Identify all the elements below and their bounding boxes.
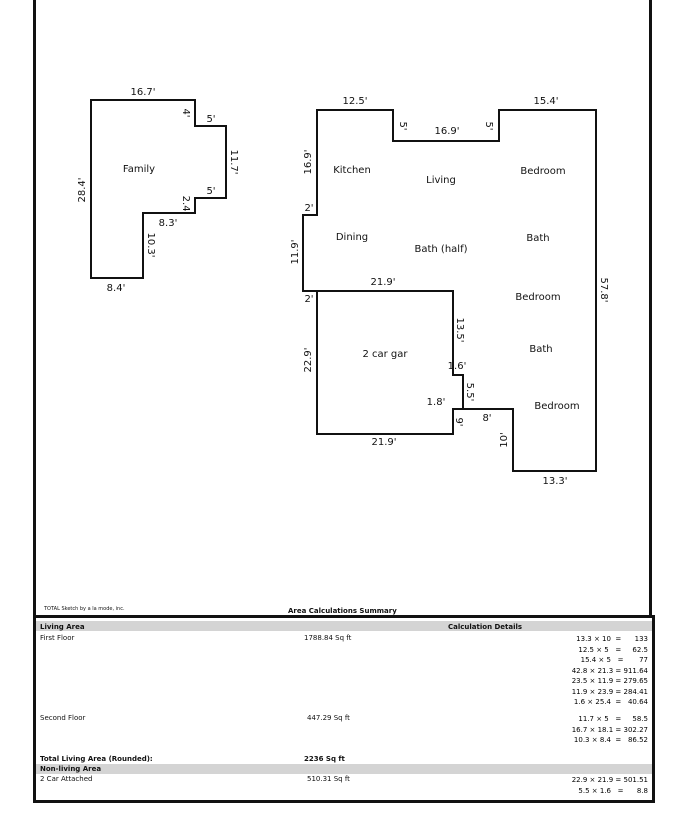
calc-line: 16.7 × 18.1 = 302.27 (571, 725, 648, 734)
second-floor-plan (90, 99, 227, 279)
software-credit: TOTAL Sketch by a la mode, inc. (44, 606, 125, 612)
room-label: Family (123, 164, 155, 175)
family-room-outline (90, 99, 227, 279)
dim: 5' (206, 186, 215, 197)
room-label: Living (426, 175, 456, 186)
calc-line: 11.9 × 23.9 = 284.41 (571, 687, 648, 696)
page-border-right (649, 0, 652, 615)
living-area-outline (302, 109, 597, 472)
dim: 16.9' (303, 149, 314, 174)
room-label: Bedroom (534, 401, 579, 412)
dim: 12.5' (342, 96, 367, 107)
dim: 8.3' (159, 218, 178, 229)
second-floor-labels: 16.7' 28.4' Family 11.7' 4' 5' 2.4' 5' 8… (77, 87, 239, 294)
room-label: Bedroom (520, 166, 565, 177)
room-label: Bedroom (515, 292, 560, 303)
garage-label: 2 Car Attached (40, 775, 93, 783)
calc-details-header: Calculation Details (448, 623, 523, 631)
dim: 11.9' (290, 239, 301, 264)
total-living-label: Total Living Area (Rounded): (40, 755, 153, 763)
nonliving-header: Non-living Area (40, 765, 102, 773)
calc-line: 11.7 × 5 = 58.5 (578, 715, 648, 723)
calc-line: 1.6 × 25.4 = 40.64 (573, 698, 648, 706)
first-floor-plan (302, 109, 597, 472)
calc-line: 13.3 × 10 = 133 (576, 635, 648, 643)
dim: 10.3' (145, 232, 156, 257)
calc-line: 12.5 × 5 = 62.5 (578, 645, 648, 654)
room-label: 2 car gar (362, 349, 408, 360)
dim: 1.6' (448, 361, 467, 372)
dim: 21.9' (371, 437, 396, 448)
room-label: Bath (529, 344, 552, 355)
dim: 8' (482, 413, 491, 424)
garage-calcs: 22.9 × 21.9 = 501.51 5.5 × 1.6 = 8.8 (572, 775, 648, 796)
garage-outline (316, 291, 463, 435)
room-label: Bath (526, 233, 549, 244)
room-label: Bath (half) (415, 244, 468, 255)
first-floor-area: 1788.84 Sq ft (304, 634, 352, 642)
first-floor-label: First Floor (40, 634, 75, 642)
second-floor-calcs: 11.7 × 5 = 58.5 16.7 × 18.1 = 302.27 10.… (572, 714, 648, 746)
dim: 13.5' (454, 317, 465, 342)
dim: 57.8' (598, 277, 609, 302)
dim: 16.7' (130, 87, 155, 98)
dim: 15.4' (533, 96, 558, 107)
dim: 2' (304, 294, 313, 305)
dim: 4' (180, 108, 191, 117)
dim: 5.5' (464, 383, 475, 402)
calc-line: 22.9 × 21.9 = 501.51 (571, 776, 648, 784)
first-floor-calcs: 13.3 × 10 = 133 12.5 × 5 = 62.5 15.4 × 5… (572, 634, 648, 708)
nonliving-header-row (36, 764, 652, 774)
calc-line: 23.5 × 11.9 = 279.65 (571, 677, 648, 685)
dim: 5' (483, 121, 494, 130)
dim: 5' (397, 121, 408, 130)
dim: 10' (499, 432, 510, 447)
calc-line: 15.4 × 5 = 77 (580, 656, 648, 664)
dim: 21.9' (370, 277, 395, 288)
room-label: Dining (336, 232, 368, 243)
dim: 22.9' (303, 347, 314, 372)
living-area-header: Living Area (40, 623, 85, 631)
dim: 2.4' (180, 196, 191, 215)
dim: 9' (453, 417, 464, 426)
calc-line: 42.8 × 21.3 = 911.64 (571, 666, 648, 675)
dim: 11.7' (228, 149, 239, 174)
second-floor-area: 447.29 Sq ft (307, 714, 350, 722)
summary-title: Area Calculations Summary (288, 607, 397, 615)
total-living-value: 2236 Sq ft (304, 755, 345, 763)
page-border-left (33, 0, 36, 615)
dim: 16.9' (434, 126, 459, 137)
dim: 1.8' (427, 397, 446, 408)
dim: 13.3' (542, 476, 567, 487)
dim: 2' (304, 203, 313, 214)
dim: 28.4' (77, 177, 88, 202)
dim: 5' (206, 114, 215, 125)
room-label: Kitchen (333, 165, 371, 176)
dim: 8.4' (107, 283, 126, 294)
first-floor-labels: Kitchen Living Bedroom Dining Bath (half… (290, 96, 609, 487)
calc-line: 5.5 × 1.6 = 8.8 (578, 786, 648, 795)
area-calculations-table: Living Area Calculation Details First Fl… (33, 615, 655, 803)
living-header-row (36, 621, 652, 631)
floor-plan-sketch: 16.7' 28.4' Family 11.7' 4' 5' 2.4' 5' 8… (77, 87, 609, 487)
garage-area: 510.31 Sq ft (307, 775, 350, 783)
calc-line: 10.3 × 8.4 = 86.52 (573, 736, 648, 744)
second-floor-label: Second Floor (40, 714, 86, 722)
